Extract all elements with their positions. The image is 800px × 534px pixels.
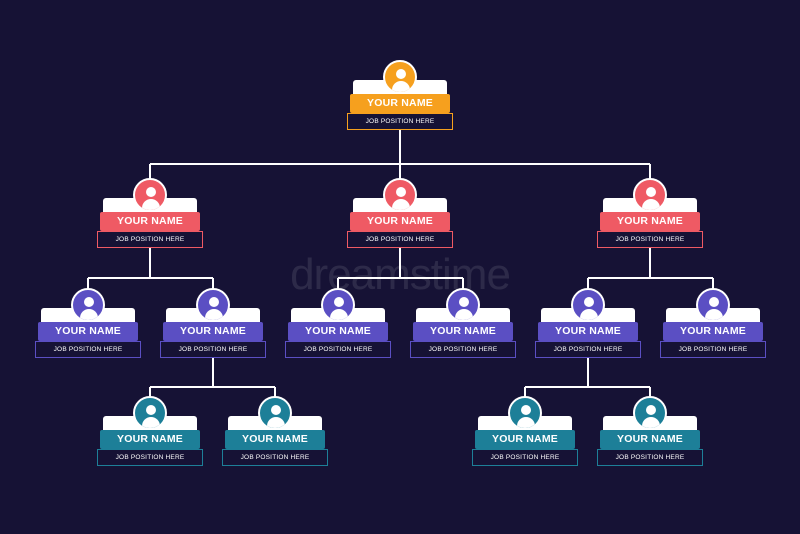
- name-label: YOUR NAME: [600, 212, 700, 231]
- name-label: YOUR NAME: [100, 212, 200, 231]
- position-label: JOB POSITION HERE: [160, 341, 266, 358]
- user-avatar-icon: [71, 288, 105, 322]
- name-label: YOUR NAME: [288, 322, 388, 341]
- position-label: JOB POSITION HERE: [97, 231, 203, 248]
- user-avatar-icon: [383, 178, 417, 212]
- position-label: JOB POSITION HERE: [347, 113, 453, 130]
- name-label: YOUR NAME: [350, 94, 450, 113]
- name-label: YOUR NAME: [163, 322, 263, 341]
- user-avatar-icon: [508, 396, 542, 430]
- user-avatar-icon: [196, 288, 230, 322]
- user-avatar-icon: [383, 60, 417, 94]
- name-label: YOUR NAME: [100, 430, 200, 449]
- position-label: JOB POSITION HERE: [285, 341, 391, 358]
- name-label: YOUR NAME: [38, 322, 138, 341]
- position-label: JOB POSITION HERE: [222, 449, 328, 466]
- position-label: JOB POSITION HERE: [597, 449, 703, 466]
- position-label: JOB POSITION HERE: [410, 341, 516, 358]
- position-label: JOB POSITION HERE: [597, 231, 703, 248]
- name-label: YOUR NAME: [225, 430, 325, 449]
- user-avatar-icon: [321, 288, 355, 322]
- user-avatar-icon: [258, 396, 292, 430]
- position-label: JOB POSITION HERE: [660, 341, 766, 358]
- user-avatar-icon: [633, 396, 667, 430]
- position-label: JOB POSITION HERE: [535, 341, 641, 358]
- user-avatar-icon: [446, 288, 480, 322]
- position-label: JOB POSITION HERE: [472, 449, 578, 466]
- user-avatar-icon: [571, 288, 605, 322]
- user-avatar-icon: [696, 288, 730, 322]
- name-label: YOUR NAME: [475, 430, 575, 449]
- position-label: JOB POSITION HERE: [347, 231, 453, 248]
- name-label: YOUR NAME: [538, 322, 638, 341]
- user-avatar-icon: [633, 178, 667, 212]
- position-label: JOB POSITION HERE: [97, 449, 203, 466]
- position-label: JOB POSITION HERE: [35, 341, 141, 358]
- name-label: YOUR NAME: [600, 430, 700, 449]
- name-label: YOUR NAME: [413, 322, 513, 341]
- user-avatar-icon: [133, 396, 167, 430]
- user-avatar-icon: [133, 178, 167, 212]
- name-label: YOUR NAME: [663, 322, 763, 341]
- name-label: YOUR NAME: [350, 212, 450, 231]
